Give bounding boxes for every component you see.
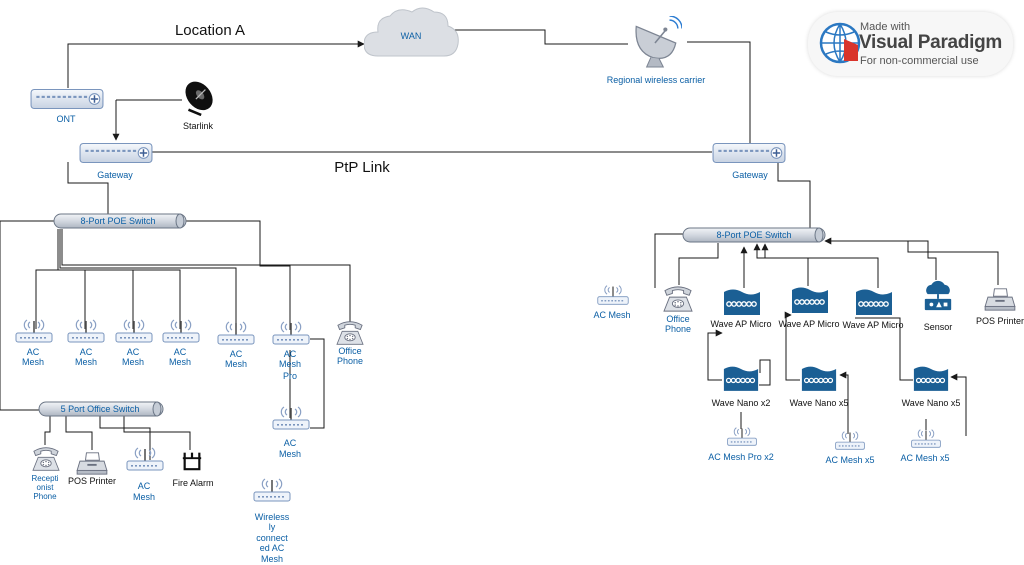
ont-label: ONT — [57, 114, 77, 124]
ac-mesh-b3-icon — [834, 431, 866, 450]
ac-mesh-b3-label: AC Mesh x5 — [825, 455, 874, 465]
wave-nano-2-icon — [801, 365, 837, 392]
switch-a: 8-Port POE Switch — [53, 213, 187, 229]
wave-nano-1-icon — [723, 365, 759, 392]
watermark-line3: For non-commercial use — [860, 55, 979, 67]
regional-carrier-dish-icon — [635, 16, 682, 68]
location-a-title: Location A — [175, 22, 245, 39]
sensor-label: Sensor — [924, 322, 953, 332]
watermark-line2: Visual Paradigm — [859, 32, 1002, 53]
ac-mesh-a3-icon — [115, 319, 153, 343]
office-phone-a-icon — [336, 321, 364, 345]
ac-mesh-b1-label: AC Mesh — [593, 310, 630, 320]
ac-mesh-pro-b2-icon — [726, 427, 758, 446]
switch-b-label: 8-Port POE Switch — [716, 230, 791, 240]
wan-label: WAN — [401, 31, 422, 41]
pos-printer-a-label: POS Printer — [68, 476, 116, 486]
wave-nano-3-label: Wave Nano x5 — [902, 398, 961, 408]
visual-paradigm-watermark: Made with Visual Paradigm For non-commer… — [808, 12, 1013, 76]
wave-ap-micro-2-label: Wave AP Micro — [778, 319, 839, 329]
wave-ap-micro-1-label: Wave AP Micro — [710, 319, 771, 329]
switch-a-label: 8-Port POE Switch — [80, 216, 155, 226]
gateway-a-icon — [79, 142, 153, 164]
pos-printer-b-label: POS Printer — [976, 316, 1024, 326]
office-switch-label: 5 Port Office Switch — [61, 404, 140, 414]
wave-nano-1-label: Wave Nano x2 — [712, 398, 771, 408]
ont-icon — [30, 88, 104, 110]
ac-mesh-b4-icon — [910, 429, 942, 448]
globe-logo-icon — [819, 22, 861, 64]
ac-mesh-a7-icon — [272, 406, 310, 430]
pos-printer-b-icon — [984, 288, 1016, 311]
receptionist-phone-icon — [32, 447, 60, 471]
sensor-icon — [923, 280, 953, 312]
ac-mesh-b1-icon — [597, 285, 629, 305]
connection-lines — [0, 29, 999, 460]
wave-ap-micro-2-icon — [791, 286, 829, 314]
starlink-label: Starlink — [183, 121, 214, 131]
watermark-line1: Made with — [860, 21, 911, 33]
wave-ap-micro-3-label: Wave AP Micro — [842, 320, 903, 330]
wave-nano-2-label: Wave Nano x5 — [790, 398, 849, 408]
gateway-a-label: Gateway — [97, 170, 133, 180]
fire-alarm-icon — [181, 451, 203, 471]
ac-mesh-pro-b2-label: AC Mesh Pro x2 — [708, 452, 774, 462]
office-phone-b-icon — [663, 286, 693, 312]
fire-alarm-label: Fire Alarm — [172, 478, 213, 488]
ac-mesh-a5-icon — [217, 321, 255, 345]
wave-ap-micro-1-icon — [723, 288, 761, 316]
ac-mesh-a8-icon — [126, 447, 164, 471]
wave-ap-micro-3-icon — [855, 288, 893, 316]
wireless-ac-mesh-icon — [253, 478, 291, 502]
wave-nano-3-icon — [913, 365, 949, 392]
ptp-link-label: PtP Link — [334, 159, 390, 176]
switch-b: 8-Port POE Switch — [682, 227, 826, 243]
gateway-b-label: Gateway — [732, 170, 768, 180]
ac-mesh-b4-label: AC Mesh x5 — [900, 453, 949, 463]
regional-carrier-label: Regional wireless carrier — [607, 75, 706, 85]
office-switch: 5 Port Office Switch — [38, 401, 164, 417]
ac-mesh-a4-icon — [162, 319, 200, 343]
starlink-dish-icon — [180, 80, 216, 116]
gateway-b-icon — [712, 142, 786, 164]
ac-mesh-a2-icon — [67, 319, 105, 343]
pos-printer-a-icon — [76, 452, 108, 475]
ac-mesh-a1-icon — [15, 319, 53, 343]
ac-mesh-pro-a6-icon — [272, 321, 310, 345]
